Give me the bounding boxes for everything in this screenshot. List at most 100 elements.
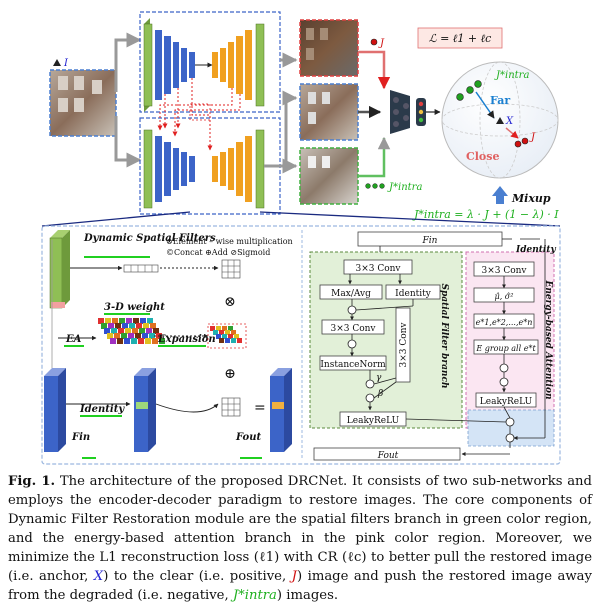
weight-cell (114, 333, 120, 339)
anchor-X-icon (496, 117, 504, 124)
weight-cell (117, 338, 123, 344)
weight-cell (213, 330, 218, 335)
label-J-intra-top: J*intra (494, 70, 529, 81)
left-panel: Dynamic Spatial Filters ⊗Element – wise … (44, 230, 293, 459)
weight-cell (147, 318, 153, 324)
weight-cell (222, 334, 227, 339)
arrow-up-link (282, 90, 298, 166)
energy-branch-label: Energy-based Attention (543, 279, 553, 399)
weight-cell (216, 326, 221, 331)
gamma-label: γ (376, 373, 382, 383)
caption-x: X (93, 569, 104, 584)
f-out-label-right: Fout (377, 451, 399, 461)
weight-cell (125, 328, 131, 334)
dynamic-spatial-filters-label: Dynamic Spatial Filters (83, 233, 216, 244)
ea-label: EA (65, 334, 82, 345)
label-X: X (505, 116, 514, 127)
weight-cell (110, 338, 116, 344)
weight-cell (153, 328, 159, 334)
weight-cube (98, 318, 165, 344)
cross-connections (157, 78, 241, 151)
weight-cell (111, 328, 117, 334)
arrow-input-top (114, 32, 142, 92)
label-J-sphere: J (529, 132, 536, 143)
f-in-label-right: Fin (422, 236, 438, 246)
caption-part1: The architecture of the proposed DRCNet.… (8, 474, 592, 584)
weight-cell (112, 318, 118, 324)
weight-cell (142, 333, 148, 339)
triangle-icon (53, 59, 61, 66)
fusion-multiply-icon (505, 417, 515, 427)
weight-cell (210, 326, 215, 331)
weight-cell (104, 328, 110, 334)
weight-cell (222, 326, 227, 331)
weight-cell (145, 338, 151, 344)
caption-label: Fig. 1. (8, 474, 56, 489)
weight-cell (225, 338, 230, 343)
mixup-label: Mixup (511, 192, 551, 205)
e-group-box: E group all e*t (475, 344, 536, 353)
encoder-decoder-top (139, 11, 281, 113)
weight-cell (150, 323, 156, 329)
f-in-label-left: Fin (71, 432, 90, 443)
label-I: I (63, 58, 69, 69)
weight-cell (143, 323, 149, 329)
architecture-diagram: I (41, 11, 561, 465)
weight-cell (237, 338, 242, 343)
multiply-icon (365, 379, 375, 389)
weight-cell (225, 330, 230, 335)
sigmoid-icon (347, 339, 357, 349)
three-d-weight-label: 3-D weight (104, 302, 165, 313)
weight-cell (136, 323, 142, 329)
identity-title: Identity (515, 245, 557, 255)
weight-cell (108, 323, 114, 329)
embedding-sphere: J*intra Far X Close J (441, 61, 559, 179)
caption-j: J (291, 569, 297, 584)
weight-cell (228, 334, 233, 339)
e-list-box: e*1,e*2,...,e*n (476, 318, 533, 327)
leakyrelu-right: LeakyReLU (480, 397, 533, 407)
weight-cell (119, 318, 125, 324)
red-dot-icon (370, 38, 378, 46)
expansion-label: Expansion (157, 334, 216, 345)
identity-label: Identity (79, 404, 125, 415)
expanded-weight (207, 323, 247, 349)
weight-cell (159, 338, 165, 344)
equals-symbol: = (254, 400, 266, 416)
right-panel: Fin 3×3 Conv Max/Avg Identity 3×3 Conv 3… (309, 231, 557, 461)
figure-caption: Fig. 1. The architecture of the proposed… (8, 472, 592, 605)
weight-cell (231, 330, 236, 335)
weight-cell (121, 333, 127, 339)
caption-part2: ) to the clear (i.e. positive, (103, 569, 287, 584)
conv-right: 3×3 Conv (481, 266, 527, 276)
weight-cell (126, 318, 132, 324)
vgg-extractor (390, 90, 441, 134)
caption-jintra: J*intra (232, 588, 277, 603)
weight-cell (219, 330, 224, 335)
mixup: Mixup J*intra = λ · J + (1 − λ) · I (412, 186, 559, 221)
image-J: J (299, 19, 385, 77)
mixup-equation: J*intra = λ · J + (1 − λ) · I (412, 208, 559, 221)
label-J: J (378, 38, 385, 49)
label-J-intra-bottom: J*intra (387, 182, 422, 193)
otimes-symbol: ⊗ (224, 294, 236, 310)
weight-cell (98, 318, 104, 324)
legend-line-1: ⊗Element – wise multiplication (166, 237, 293, 246)
weight-cell (146, 328, 152, 334)
image-X (299, 83, 359, 141)
arrow-J-to-vgg (358, 50, 391, 90)
encoder-decoder-bottom (139, 117, 281, 215)
arrow-input-bottom (114, 116, 142, 168)
add-icon (365, 393, 375, 403)
weight-cell (115, 323, 121, 329)
filter-grid-top (221, 259, 241, 279)
weight-cell (135, 333, 141, 339)
weight-cell (107, 333, 113, 339)
label-far: Far (490, 94, 510, 107)
instancenorm-box: InstanceNorm (320, 360, 386, 370)
filter-grid-bottom (221, 397, 241, 417)
conv-vertical: 3×3 Conv (399, 322, 409, 368)
weight-cell (133, 318, 139, 324)
weight-cell (101, 323, 107, 329)
weight-cell (234, 334, 239, 339)
